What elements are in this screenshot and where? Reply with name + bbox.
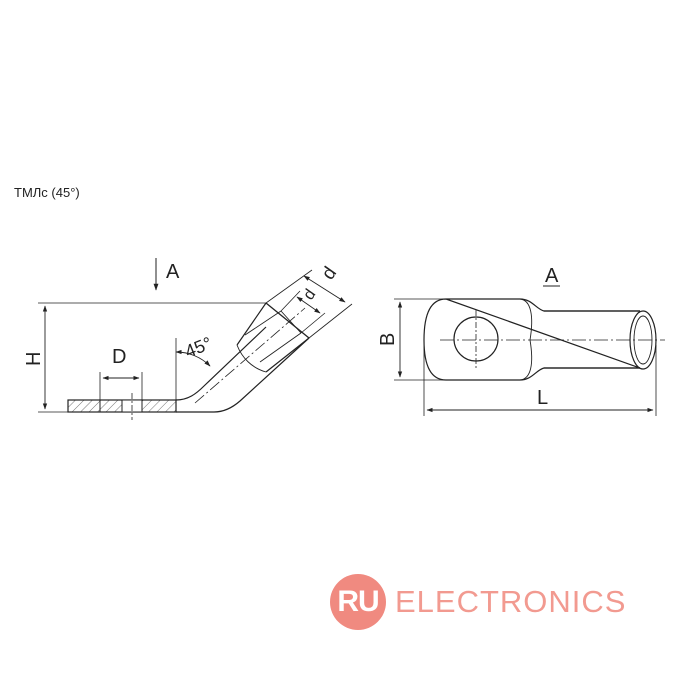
side-view <box>38 258 353 420</box>
top-view <box>394 298 665 416</box>
barrel-lower-edge <box>176 337 310 413</box>
barrel-inner-end <box>280 310 302 334</box>
id-extension-a <box>280 290 301 312</box>
barrel-inner-top <box>244 310 282 336</box>
inner-diameter-label: d <box>300 286 319 303</box>
od-dimension-line <box>303 275 346 303</box>
angle-label: 45° <box>182 333 215 362</box>
watermark-badge: RU <box>330 574 386 630</box>
neck-curve-bottom <box>519 339 533 381</box>
id-extension-b <box>300 312 326 334</box>
length-label: L <box>537 387 548 409</box>
od-extension-a <box>265 269 313 304</box>
watermark-text: ELECTRONICS <box>395 584 627 619</box>
barrel-end-outer <box>265 302 310 339</box>
side-view-label: A <box>166 261 180 283</box>
barrel-upper-edge <box>175 326 267 401</box>
barrel-inner-bottom <box>259 332 302 363</box>
top-view-label: A <box>545 265 559 287</box>
width-label: B <box>377 333 399 346</box>
od-extension-b <box>308 303 353 339</box>
angle-arc <box>175 349 211 367</box>
drawing-caption: ТМЛс (45°) <box>14 185 80 200</box>
outer-diameter-label: d <box>318 263 341 284</box>
hole-diameter-label: D <box>112 346 126 368</box>
watermark-logo: RU ELECTRONICS <box>330 574 626 630</box>
neck-curve-top <box>519 298 533 341</box>
barrel-bottom-line <box>265 337 310 373</box>
height-label: H <box>23 352 45 366</box>
barrel-center-line <box>194 307 306 404</box>
barrel-top-line <box>236 302 267 346</box>
barrel-bend-arc <box>236 344 267 373</box>
id-dimension-line <box>296 296 321 314</box>
